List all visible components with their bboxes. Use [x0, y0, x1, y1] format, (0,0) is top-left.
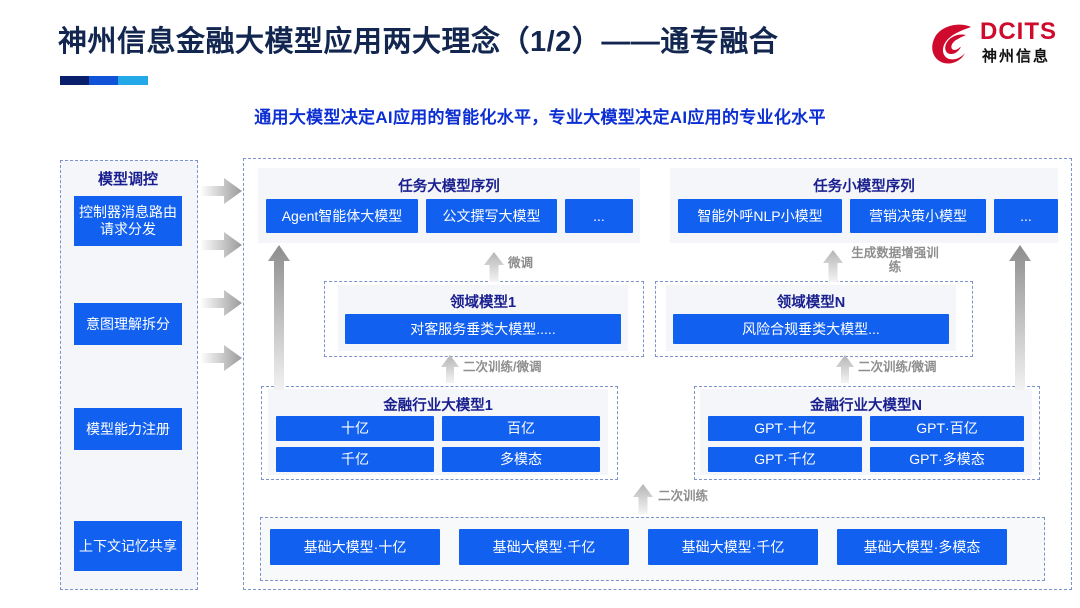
industry-model-1-title: 金融行业大模型1 — [383, 398, 493, 414]
domain-model-1-item[interactable]: 对客服务垂类大模型..... — [345, 314, 621, 344]
flow-label-retrain-finetune-2: 二次训练/微调 — [858, 360, 937, 374]
industry-n-item-0[interactable]: GPT·十亿 — [708, 416, 862, 441]
industry-model-n-title: 金融行业大模型N — [810, 398, 922, 414]
flow-arrow-right-icon — [200, 232, 242, 258]
base-model-item-2[interactable]: 基础大模型·千亿 — [648, 529, 818, 565]
model-stack-frame — [243, 158, 1072, 590]
base-model-item-0[interactable]: 基础大模型·十亿 — [270, 529, 440, 565]
industry-1-item-3[interactable]: 多模态 — [442, 447, 600, 472]
task-big-model-item-agent[interactable]: Agent智能体大模型 — [266, 199, 418, 233]
base-model-row: 基础大模型·十亿 基础大模型·千亿 基础大模型·千亿 基础大模型·多模态 — [270, 529, 1007, 565]
control-item-registry[interactable]: 模型能力注册 — [74, 408, 182, 450]
industry-1-item-0[interactable]: 十亿 — [276, 416, 434, 441]
domain-model-n-title: 领域模型N — [776, 295, 846, 311]
domain-model-1-frame — [324, 281, 644, 357]
item-label: ... — [593, 207, 605, 224]
industry-model-1-frame — [261, 386, 618, 480]
control-item-intent[interactable]: 意图理解拆分 — [74, 303, 182, 345]
domain-model-n-group: 领域模型N 风险合规垂类大模型... — [666, 285, 956, 351]
flow-arrow-up-long-right-icon — [1009, 245, 1031, 390]
item-label: GPT·千亿 — [754, 451, 816, 468]
control-item-label: 意图理解拆分 — [86, 315, 170, 332]
task-small-model-group: 任务小模型序列 智能外呼NLP小模型 营销决策小模型 ... — [670, 168, 1058, 243]
page-subtitle: 通用大模型决定AI应用的智能化水平，专业大模型决定AI应用的专业化水平 — [254, 108, 826, 127]
industry-1-item-1[interactable]: 百亿 — [442, 416, 600, 441]
flow-arrow-up-gen-data-icon — [823, 250, 843, 282]
flow-label-finetune: 微调 — [508, 256, 534, 270]
item-label: 公文撰写大模型 — [442, 207, 541, 224]
item-label: 风险合规垂类大模型... — [742, 320, 880, 337]
industry-n-item-3[interactable]: GPT·多模态 — [870, 447, 1024, 472]
industry-1-item-2[interactable]: 千亿 — [276, 447, 434, 472]
item-label: 营销决策小模型 — [869, 207, 967, 224]
flow-arrow-right-icon — [200, 345, 242, 371]
task-small-model-item-more[interactable]: ... — [994, 199, 1058, 233]
item-label: 基础大模型·千亿 — [492, 538, 596, 555]
domain-model-n-item[interactable]: 风险合规垂类大模型... — [673, 314, 949, 344]
dcits-logo: DCITS 神州信息 — [930, 16, 1062, 72]
flow-arrow-up-long-left-icon — [268, 245, 290, 390]
item-label: GPT·百亿 — [916, 420, 978, 437]
industry-model-n-frame — [694, 386, 1040, 480]
item-label: ... — [1020, 207, 1032, 224]
domain-model-n-frame — [655, 281, 973, 357]
dcits-logo-mark-icon — [932, 24, 971, 64]
flow-arrow-up-retrain-1-icon — [441, 355, 459, 383]
task-small-model-title: 任务小模型序列 — [813, 179, 915, 195]
task-small-model-item-marketing[interactable]: 营销决策小模型 — [850, 199, 986, 233]
item-label: GPT·十亿 — [754, 420, 816, 437]
item-label: 基础大模型·十亿 — [303, 538, 407, 555]
flow-label-gen-data-aug: 生成数据增强训练 — [851, 246, 939, 275]
control-column-title: 模型调控 — [97, 171, 158, 188]
control-item-label: 模型能力注册 — [86, 420, 170, 437]
task-big-model-item-more[interactable]: ... — [565, 199, 633, 233]
domain-model-1-group: 领域模型1 对客服务垂类大模型..... — [338, 285, 628, 351]
industry-model-n-group: 金融行业大模型N GPT·十亿 GPT·百亿 GPT·千亿 GPT·多模态 — [700, 389, 1032, 475]
flow-label-retrain: 二次训练 — [658, 489, 709, 503]
task-small-model-item-nlp[interactable]: 智能外呼NLP小模型 — [678, 199, 842, 233]
item-label: 基础大模型·千亿 — [681, 538, 785, 555]
flow-arrow-right-icon — [200, 290, 242, 316]
control-item-label: 控制器消息路由请求分发 — [79, 204, 177, 237]
item-label: 对客服务垂类大模型..... — [410, 320, 556, 337]
item-label: 智能外呼NLP小模型 — [697, 207, 823, 224]
item-label: 百亿 — [507, 420, 535, 437]
task-big-model-group: 任务大模型序列 Agent智能体大模型 公文撰写大模型 ... — [258, 168, 640, 243]
task-big-model-title: 任务大模型序列 — [398, 179, 500, 195]
industry-n-item-1[interactable]: GPT·百亿 — [870, 416, 1024, 441]
flow-arrow-up-finetune-icon — [484, 252, 504, 282]
industry-n-item-2[interactable]: GPT·千亿 — [708, 447, 862, 472]
item-label: 基础大模型·多模态 — [863, 538, 981, 555]
item-label: 十亿 — [341, 420, 369, 437]
base-model-item-3[interactable]: 基础大模型·多模态 — [837, 529, 1007, 565]
flow-arrow-right-icon — [200, 178, 242, 204]
industry-model-1-group: 金融行业大模型1 十亿 百亿 千亿 多模态 — [268, 389, 608, 475]
item-label: GPT·多模态 — [909, 451, 985, 468]
task-big-model-item-doc[interactable]: 公文撰写大模型 — [426, 199, 557, 233]
flow-arrow-up-retrain-2-icon — [836, 355, 854, 383]
logo-wordmark-en: DCITS — [980, 18, 1057, 45]
item-label: Agent智能体大模型 — [281, 207, 403, 224]
control-item-dispatch[interactable]: 控制器消息路由请求分发 — [74, 196, 182, 246]
flow-arrow-up-retrain-icon — [633, 484, 653, 514]
control-item-label: 上下文记忆共享 — [79, 537, 177, 554]
domain-model-1-title: 领域模型1 — [449, 295, 517, 311]
logo-wordmark-cn: 神州信息 — [982, 48, 1051, 65]
item-label: 千亿 — [341, 451, 369, 468]
base-model-item-1[interactable]: 基础大模型·千亿 — [459, 529, 629, 565]
control-item-context-memory[interactable]: 上下文记忆共享 — [74, 521, 182, 571]
flow-label-retrain-finetune-1: 二次训练/微调 — [463, 360, 542, 374]
item-label: 多模态 — [500, 451, 542, 468]
title-underline-rule — [60, 76, 148, 85]
page-title: 神州信息金融大模型应用两大理念（1/2）——通专融合 — [58, 26, 779, 58]
